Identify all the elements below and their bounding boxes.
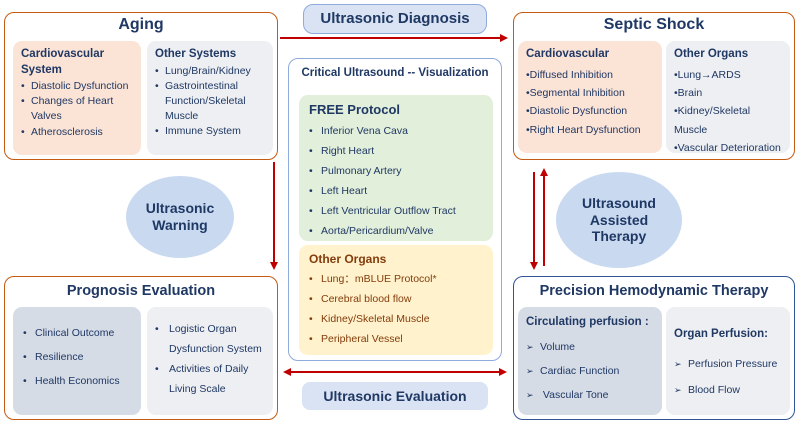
- circulating-perfusion-title: Circulating perfusion :: [526, 316, 649, 328]
- septic-cardiovascular-box: Cardiovascular •Diffused Inhibition •Seg…: [518, 41, 662, 153]
- ultrasound-assisted-therapy-label: Ultrasound Assisted Therapy: [556, 172, 682, 268]
- prognosis-evaluation-title: Prognosis Evaluation: [66, 283, 216, 299]
- list-item: •Health Economics: [23, 375, 120, 387]
- list-item: •Diffused Inhibition: [526, 68, 613, 81]
- list-item: •Vascular Deterioration: [674, 142, 781, 155]
- center-other-organs-box: Other Organs •Lung：mBLUE Protocol* •Cere…: [299, 245, 493, 355]
- list-item-continuation: Function/Skeletal: [165, 94, 246, 107]
- septic-shock-title: Septic Shock: [603, 16, 705, 33]
- aging-cardiovascular-list: •Diastolic Dysfunction •Changes of Heart…: [21, 79, 133, 140]
- aging-other-box: Other Systems •Lung/Brain/Kidney •Gastro…: [147, 41, 273, 155]
- list-item-continuation: Muscle: [165, 110, 199, 123]
- list-item: ➢Perfusion Pressure: [674, 357, 778, 370]
- list-item: •Kidney/Skeletal Muscle: [674, 105, 751, 136]
- list-item: •Lung/Brain/Kidney: [155, 64, 251, 77]
- free-protocol-box: FREE Protocol •Inferior Vena Cava •Right…: [299, 95, 493, 241]
- precision-therapy-title: Precision Hemodynamic Therapy: [539, 283, 769, 299]
- aging-cardiovascular-title-2: System: [21, 63, 62, 76]
- list-item: •Logistic Organ: [155, 323, 237, 335]
- list-item: •Atherosclerosis: [21, 125, 103, 138]
- list-item: •Left Ventricular Outflow Tract: [309, 204, 456, 217]
- list-item: •Right Heart Dysfunction: [526, 123, 641, 136]
- list-item: •Right Heart: [309, 144, 375, 157]
- critical-ultrasound-panel: Critical Ultrasound -- Visualization FRE…: [288, 58, 502, 361]
- septic-shock-panel: Septic Shock Cardiovascular •Diffused In…: [513, 12, 795, 160]
- septic-cardiovascular-title: Cardiovascular: [526, 48, 610, 60]
- ultrasonic-warning-label: Ultrasonic Warning: [126, 176, 234, 258]
- prognosis-evaluation-panel: Prognosis Evaluation •Clinical Outcome •…: [4, 276, 278, 420]
- septic-other-list: •Lung→ARDS •Brain •Kidney/Skeletal Muscl…: [674, 66, 782, 158]
- list-item: •Inferior Vena Cava: [309, 124, 408, 137]
- list-item: ➢ Vascular Tone: [526, 388, 609, 401]
- list-item: •Segmental Inhibition: [526, 86, 625, 99]
- list-item: •Clinical Outcome: [23, 327, 115, 339]
- organ-perfusion-title: Organ Perfusion:: [674, 328, 768, 340]
- list-item: ➢Cardiac Function: [526, 364, 620, 377]
- list-item: ➢Blood Flow: [674, 383, 740, 396]
- list-item: •Diastolic Dysfunction: [21, 80, 129, 93]
- prognosis-outcomes-box: •Clinical Outcome •Resilience •Health Ec…: [13, 307, 141, 415]
- list-item: •Activities of Daily: [155, 363, 249, 375]
- prognosis-scales-box: •Logistic Organ Dysfunction System •Acti…: [147, 307, 273, 415]
- list-item: •Left Heart: [309, 184, 368, 197]
- list-item-continuation: Dysfunction System: [169, 343, 262, 355]
- list-item: •Cerebral blood flow: [309, 293, 412, 306]
- precision-therapy-panel: Precision Hemodynamic Therapy Circulatin…: [513, 276, 795, 420]
- ultrasonic-evaluation-label: Ultrasonic Evaluation: [302, 382, 488, 410]
- list-item: •Aorta/Pericardium/Valve: [309, 224, 434, 237]
- list-item: •Lung→ARDS: [674, 68, 741, 81]
- list-item: •Resilience: [23, 351, 84, 363]
- critical-ultrasound-title: Critical Ultrasound -- Visualization: [301, 67, 489, 79]
- center-other-organs-title: Other Organs: [309, 252, 387, 266]
- list-item: •Immune System: [155, 125, 241, 138]
- free-protocol-title: FREE Protocol: [309, 102, 401, 117]
- septic-other-box: Other Organs •Lung→ARDS •Brain •Kidney/S…: [666, 41, 790, 154]
- aging-other-list: •Lung/Brain/Kidney •Gastrointestinal Fun…: [155, 64, 265, 140]
- center-other-organs-list: •Lung：mBLUE Protocol* •Cerebral blood fl…: [309, 269, 483, 349]
- septic-cardiovascular-list: •Diffused Inhibition •Segmental Inhibiti…: [526, 66, 654, 140]
- list-item: •Peripheral Vessel: [309, 333, 403, 346]
- circulating-perfusion-box: Circulating perfusion : ➢Volume ➢Cardiac…: [518, 307, 662, 415]
- list-item-continuation: Living Scale: [169, 383, 226, 395]
- list-item: ➢Volume: [526, 340, 576, 353]
- list-item: •Changes of Heart: [21, 95, 114, 108]
- list-item: •Diastolic Dysfunction: [526, 105, 628, 118]
- list-item: •Brain: [674, 86, 703, 99]
- organ-perfusion-box: Organ Perfusion: ➢Perfusion Pressure ➢Bl…: [666, 307, 790, 415]
- list-item: •Kidney/Skeletal Muscle: [309, 313, 430, 326]
- aging-panel: Aging Cardiovascular System •Diastolic D…: [4, 12, 278, 160]
- ultrasonic-diagnosis-label: Ultrasonic Diagnosis: [303, 4, 487, 34]
- list-item: •Lung：mBLUE Protocol*: [309, 273, 437, 286]
- aging-cardiovascular-box: Cardiovascular System •Diastolic Dysfunc…: [13, 41, 141, 155]
- list-item: •Pulmonary Artery: [309, 164, 402, 177]
- aging-title: Aging: [118, 16, 164, 33]
- aging-cardiovascular-title-1: Cardiovascular: [21, 48, 105, 60]
- free-protocol-list: •Inferior Vena Cava •Right Heart •Pulmon…: [309, 121, 483, 241]
- septic-other-title: Other Organs: [674, 48, 749, 60]
- list-item: •Gastrointestinal: [155, 79, 238, 92]
- list-item-continuation: Valves: [31, 110, 62, 123]
- aging-other-title: Other Systems: [155, 48, 237, 60]
